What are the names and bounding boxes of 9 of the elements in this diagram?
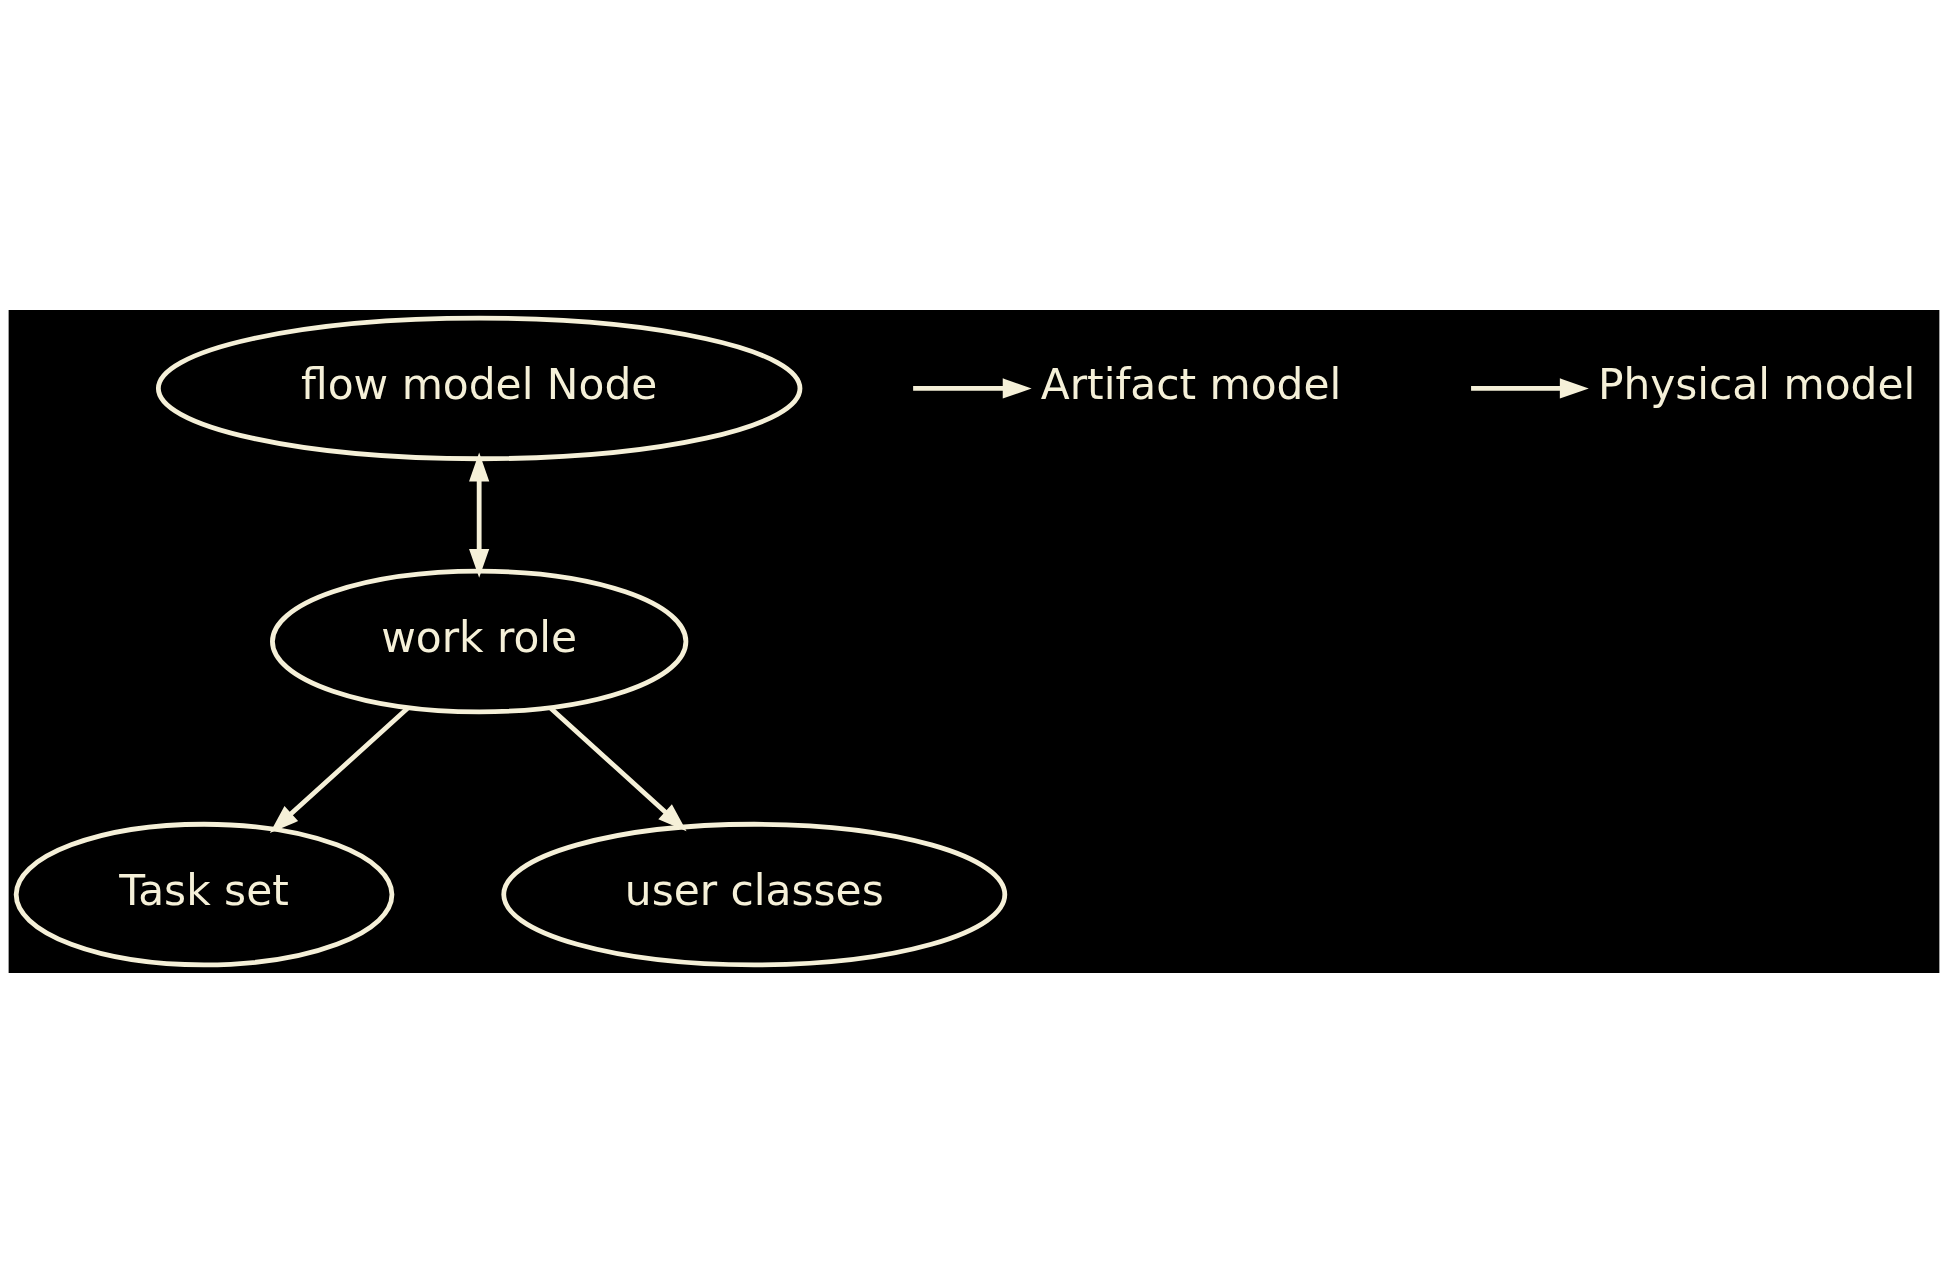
node-ellipse: work role	[270, 568, 689, 714]
node-text: Artifact model	[1040, 359, 1342, 409]
arrow	[1471, 377, 1589, 399]
node-text: Physical model	[1597, 359, 1916, 409]
node-ellipse: Task set	[13, 821, 395, 967]
arrow	[913, 377, 1032, 399]
node-ellipse: flow model Node	[155, 315, 803, 461]
arrow	[469, 452, 490, 578]
node-ellipse: user classes	[501, 821, 1008, 967]
